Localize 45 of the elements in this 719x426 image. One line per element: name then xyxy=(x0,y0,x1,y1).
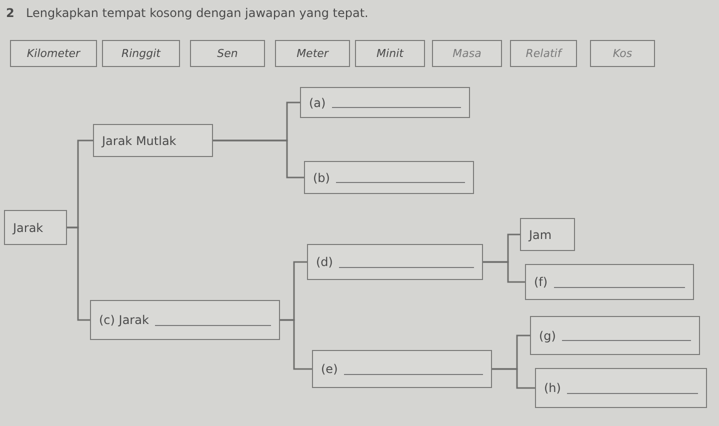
word-card xyxy=(355,40,425,67)
connector-line xyxy=(67,226,90,321)
box-label: (e) xyxy=(321,362,338,376)
concept-box xyxy=(93,124,213,157)
word-card xyxy=(432,40,502,67)
word-card xyxy=(10,40,97,67)
box-label: Meter xyxy=(296,47,328,60)
box-label: Kos xyxy=(612,47,632,60)
box-label: (c) Jarak xyxy=(99,313,149,327)
box-label: Minit xyxy=(376,47,404,60)
box-label: Kilometer xyxy=(26,47,80,60)
answer-box xyxy=(307,244,483,280)
box-label: Jarak xyxy=(13,220,44,234)
box-label: (b) xyxy=(313,170,330,184)
concept-box xyxy=(520,218,575,251)
word-card xyxy=(275,40,350,67)
box-label: Jam xyxy=(529,228,552,242)
concept-box xyxy=(4,210,67,245)
connector-line xyxy=(492,368,535,389)
word-card xyxy=(510,40,577,67)
box-label: Relatif xyxy=(526,47,562,60)
box-label: (g) xyxy=(539,328,556,342)
box-label: (f) xyxy=(534,275,548,289)
box-label: (d) xyxy=(316,255,333,269)
answer-box xyxy=(525,264,694,300)
box-label: (h) xyxy=(544,381,561,395)
answer-box xyxy=(530,316,700,355)
connector-line xyxy=(280,319,312,370)
answer-box xyxy=(304,161,474,194)
word-card xyxy=(590,40,655,67)
box-label: Jarak Mutlak xyxy=(102,134,176,148)
answer-box xyxy=(535,368,707,408)
instruction-text: Lengkapkan tempat kosong dengan jawapan yang tepat. xyxy=(26,6,368,20)
answer-box xyxy=(90,300,280,340)
box-label: (a) xyxy=(309,96,326,110)
box-label: Ringgit xyxy=(121,47,160,60)
word-card xyxy=(102,40,180,67)
answer-box xyxy=(300,87,470,118)
connector-line xyxy=(213,140,304,178)
box-label: Masa xyxy=(452,47,482,60)
word-card xyxy=(190,40,265,67)
box-label: Sen xyxy=(217,47,238,60)
answer-box xyxy=(312,350,492,388)
connector-line xyxy=(483,261,525,283)
question-number: 2 xyxy=(6,6,14,20)
